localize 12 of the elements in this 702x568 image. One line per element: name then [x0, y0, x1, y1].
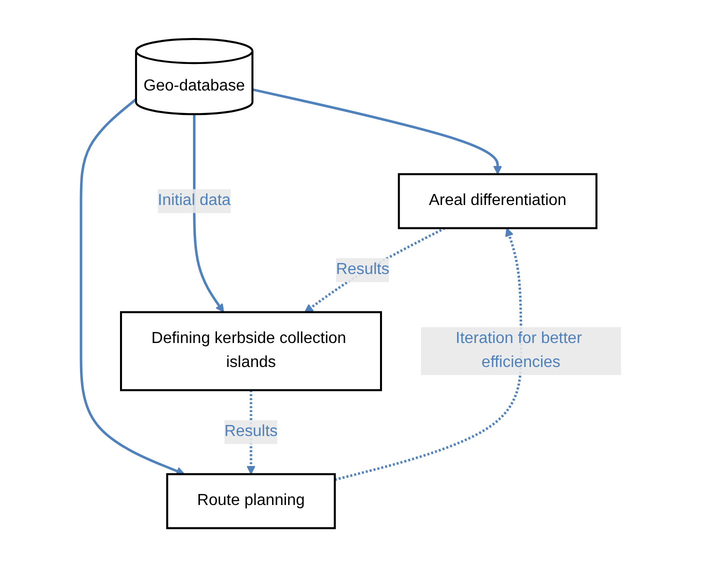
edge-label: Initial data — [158, 192, 231, 210]
edge-label: Results — [336, 262, 390, 279]
node-box: Areal differentiation — [398, 174, 598, 230]
node-box: Route planning — [166, 474, 336, 530]
arrow — [304, 227, 446, 313]
edge-label: Iteration for better efficiencies — [456, 330, 582, 372]
edge-label: Results — [224, 424, 278, 441]
arrow — [192, 114, 224, 313]
node-box: Defining kerbside collection islands — [120, 312, 382, 392]
arrow — [80, 98, 185, 476]
arrow — [252, 88, 502, 175]
arrow — [334, 228, 522, 482]
